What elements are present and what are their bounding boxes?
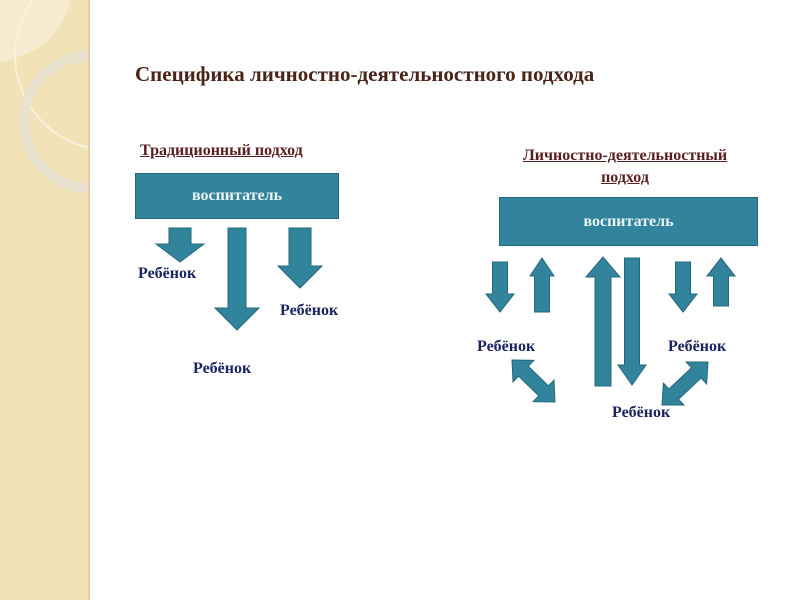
child-label: Ребёнок	[193, 360, 252, 377]
double-arrow-icon	[661, 361, 709, 406]
arrow-up-icon	[529, 257, 555, 313]
arrow-down-icon	[484, 261, 516, 313]
teacher-box-personal: воспитатель	[499, 197, 758, 246]
traditional-heading: Традиционный подход	[140, 142, 303, 159]
child-label: Ребёнок	[138, 265, 197, 282]
arrow-down-icon	[154, 227, 206, 263]
arrow-down-icon	[213, 227, 261, 331]
personal-heading: Личностно-деятельностный подход	[470, 145, 780, 189]
personal-heading-line2: подход	[601, 169, 649, 186]
arrow-down-icon	[617, 257, 647, 386]
arrow-up-icon	[705, 257, 737, 307]
arrow-up-icon	[584, 256, 622, 387]
decorative-rings	[0, 0, 88, 193]
child-label: Ребёнок	[612, 404, 671, 421]
arrow-down-icon	[276, 227, 324, 289]
child-label: Ребёнок	[280, 302, 339, 319]
teacher-box-traditional: воспитатель	[135, 173, 339, 219]
decorative-sidebar	[0, 0, 90, 600]
double-arrow-icon	[511, 359, 556, 403]
child-label: Ребёнок	[477, 338, 536, 355]
arrow-down-icon	[667, 261, 699, 313]
slide-title: Специфика личностно-деятельностного подх…	[135, 62, 595, 86]
child-label: Ребёнок	[668, 338, 727, 355]
personal-heading-line1: Личностно-деятельностный	[522, 147, 728, 164]
